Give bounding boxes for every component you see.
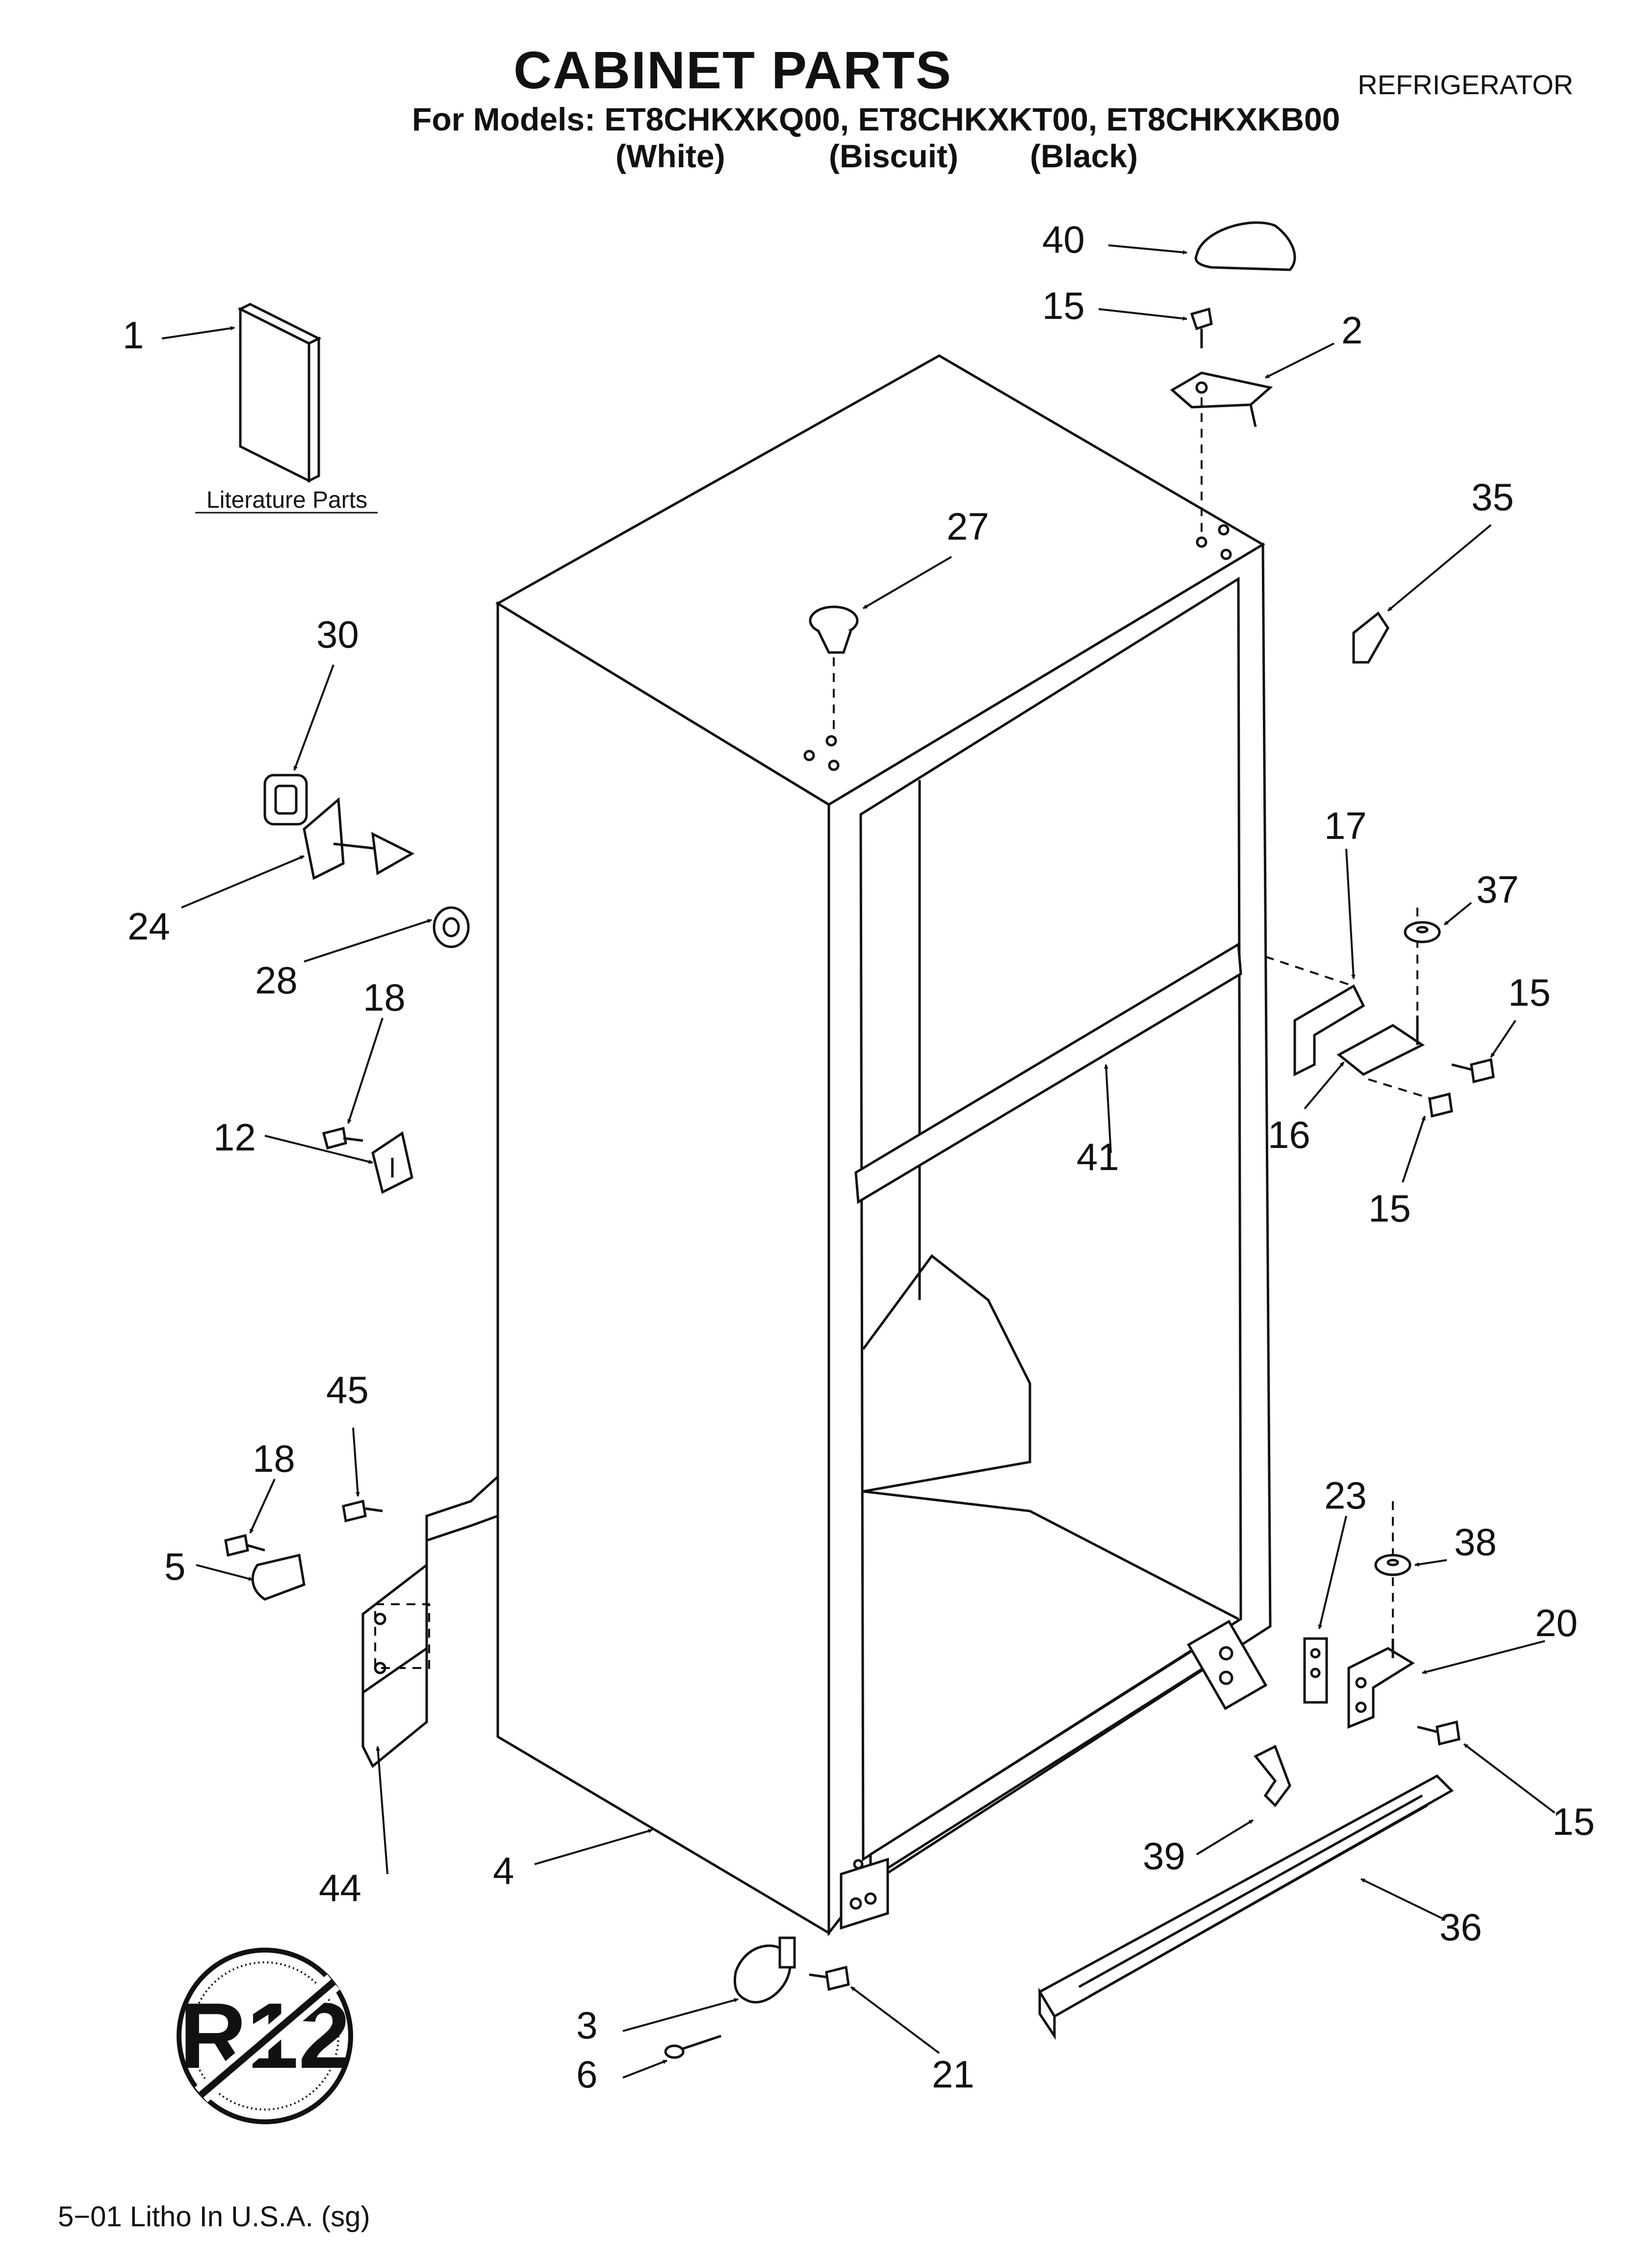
callout-30: 30: [316, 613, 359, 656]
clamp-5: [251, 1553, 306, 1601]
top-hinge-2: [1170, 371, 1273, 535]
pin-6: [664, 2034, 721, 2059]
callout-39: 39: [1143, 1834, 1185, 1877]
clip-39: [1254, 1745, 1291, 1807]
callout-labels: 1 2 3 4 5 6 12 15 15 15 15 16 17 18 18 2…: [123, 218, 1595, 2096]
callout-18-upper: 18: [363, 976, 406, 1019]
color-black: (Black): [1030, 138, 1138, 174]
toe-grille-36: [1038, 1774, 1454, 2040]
screw-15-mid-a: [1451, 1058, 1495, 1084]
screw-18-lower: [224, 1534, 265, 1557]
rear-bracket-44: [361, 1474, 499, 1768]
literature-book: Literature Parts: [195, 303, 378, 514]
callout-35: 35: [1471, 475, 1514, 519]
callout-20: 20: [1535, 1601, 1578, 1644]
cabinet-opening: [859, 576, 1242, 1862]
clip-12: [371, 1131, 413, 1194]
center-hinge-16: [1336, 908, 1433, 1100]
callout-3: 3: [576, 2004, 597, 2047]
page-title: CABINET PARTS: [513, 40, 952, 100]
color-white: (White): [616, 138, 725, 174]
callout-37: 37: [1476, 868, 1519, 911]
screw-18-upper: [322, 1126, 363, 1150]
screw-21: [809, 1965, 850, 1991]
no-r12-badge: R12: [177, 1948, 353, 2124]
screw-45: [342, 1499, 383, 1523]
callout-6: 6: [576, 2053, 597, 2096]
screw-15-top: [1190, 307, 1213, 348]
literature-parts-label: Literature Parts: [206, 487, 367, 513]
callout-16: 16: [1268, 1113, 1310, 1156]
callout-28: 28: [255, 959, 298, 1002]
callout-15-top: 15: [1042, 284, 1085, 327]
callout-12: 12: [213, 1116, 256, 1159]
bottom-hinge-20: [1347, 1639, 1415, 1729]
callout-2: 2: [1341, 309, 1362, 352]
callout-45: 45: [326, 1368, 369, 1411]
bushing-28: [433, 906, 470, 948]
callout-1: 1: [123, 313, 144, 357]
trim-piece-35: [1352, 611, 1389, 664]
handle-stem-24: [303, 797, 415, 880]
callout-27: 27: [947, 505, 989, 548]
washer-37: [1404, 921, 1441, 943]
cabinet-body: [495, 354, 1272, 1937]
screw-15-bottom: [1417, 1720, 1461, 1746]
callout-15-bottom: 15: [1552, 1800, 1595, 1843]
screw-15-mid-b: [1428, 1092, 1453, 1118]
callout-24: 24: [128, 905, 170, 948]
plug-27: [809, 605, 859, 736]
callout-arrows: [161, 244, 1556, 2079]
hinge-cover-40: [1194, 221, 1296, 271]
bottom-hinge-pocket: [1187, 1619, 1268, 1710]
callout-36: 36: [1439, 1905, 1482, 1949]
washer-38: [1374, 1501, 1411, 1639]
divider-rail: [854, 942, 1242, 1204]
callout-21: 21: [932, 2053, 975, 2096]
shim-23: [1303, 1637, 1328, 1704]
hinge-bracket-17: [1265, 956, 1365, 1077]
lower-front-corner: [840, 1857, 889, 1930]
callout-41: 41: [1077, 1135, 1119, 1178]
footer-print-info: 5−01 Litho In U.S.A. (sg): [58, 2201, 370, 2233]
cabinet-left-side: [496, 601, 830, 1935]
callout-4: 4: [493, 1849, 514, 1892]
callout-17: 17: [1324, 804, 1367, 847]
callout-40: 40: [1042, 218, 1085, 261]
callout-44: 44: [319, 1866, 361, 1909]
models-line: For Models: ET8CHKXKQ00, ET8CHKXKT00, ET…: [412, 101, 1340, 137]
cover-30: [263, 774, 308, 826]
callout-15-mid-a: 15: [1508, 971, 1551, 1014]
document-type: REFRIGERATOR: [1358, 69, 1573, 100]
callout-5: 5: [164, 1545, 185, 1588]
callout-38: 38: [1454, 1520, 1497, 1564]
callout-18-lower: 18: [253, 1437, 295, 1480]
callout-23: 23: [1324, 1474, 1367, 1517]
color-biscuit: (Biscuit): [829, 138, 958, 174]
callout-15-mid-b: 15: [1368, 1187, 1411, 1230]
leveler-3: [733, 1936, 796, 2004]
